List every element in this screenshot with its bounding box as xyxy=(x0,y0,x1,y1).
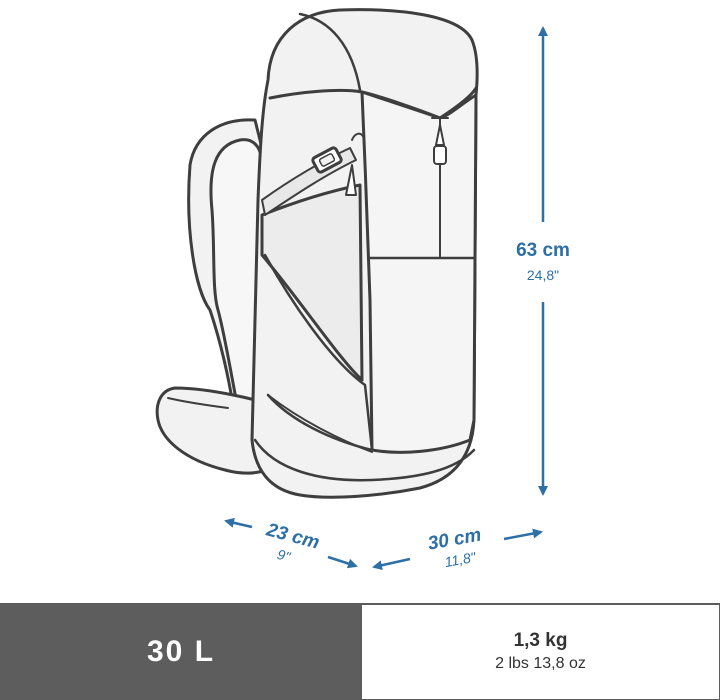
depth-imperial-label: 9" xyxy=(276,546,293,565)
buckle-icon xyxy=(311,146,343,174)
front-pocket xyxy=(360,90,478,454)
spec-bar: 30 L 1,3 kg 2 lbs 13,8 oz xyxy=(0,603,720,700)
depth-metric-label: 23 cm xyxy=(263,519,322,554)
depth-dimension: 23 cm 9" xyxy=(224,517,358,569)
width-imperial-label: 11,8" xyxy=(443,549,477,570)
zipper-pull-icon xyxy=(345,117,449,196)
weight-imperial-value: 2 lbs 13,8 oz xyxy=(495,655,586,672)
backpack-dimension-diagram: 63 cm 24,8" 23 cm 9" 30 cm 11,8" xyxy=(155,8,570,571)
height-metric-label: 63 cm xyxy=(516,240,570,261)
width-metric-label: 30 cm xyxy=(426,525,483,555)
weight-panel: 1,3 kg 2 lbs 13,8 oz xyxy=(362,604,720,700)
backpack-illustration xyxy=(155,8,479,499)
weight-metric-value: 1,3 kg xyxy=(513,630,568,651)
height-dimension: 63 cm 24,8" xyxy=(516,26,570,496)
height-imperial-label: 24,8" xyxy=(527,267,559,283)
width-dimension: 30 cm 11,8" xyxy=(372,525,543,571)
volume-panel: 30 L xyxy=(0,604,362,700)
volume-value: 30 L xyxy=(146,635,216,668)
side-pocket xyxy=(260,183,364,382)
